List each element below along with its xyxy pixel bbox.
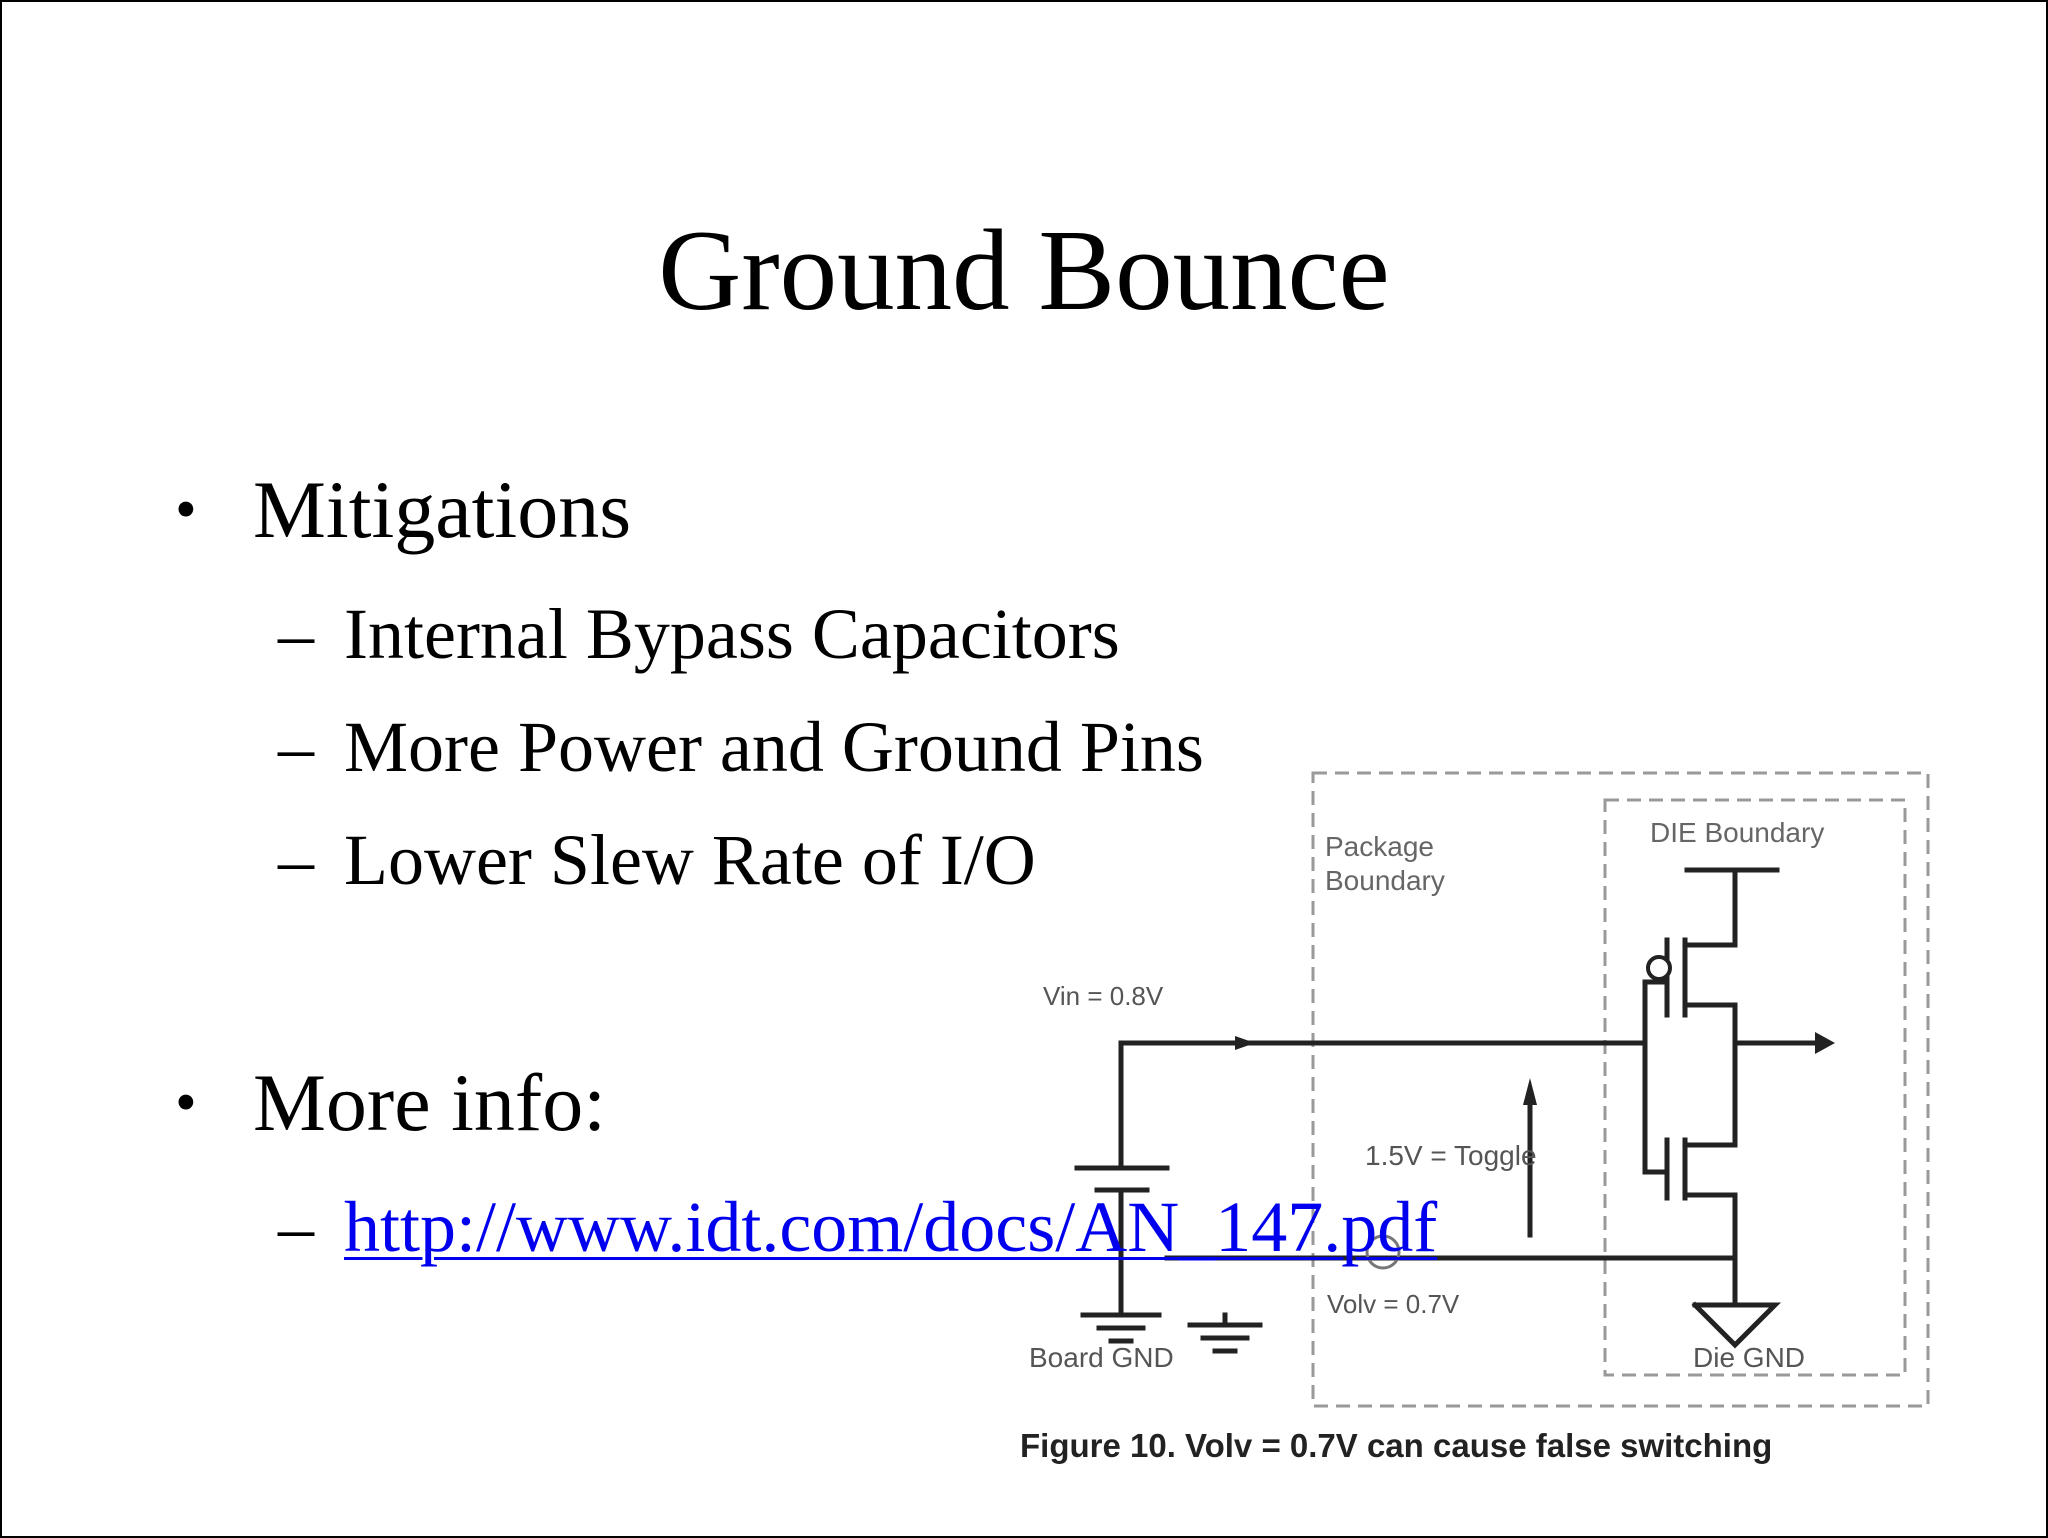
dash-icon: – [278,1187,314,1267]
die-boundary-box [1603,798,1907,1377]
toggle-label: 1.5V = Toggle [1365,1140,1537,1171]
die-gnd-label: Die GND [1693,1342,1805,1373]
bullet-label: Mitigations [253,464,632,555]
subitem-label: More Power and Ground Pins [344,707,1204,787]
vin-label: Vin = 0.8V [1043,981,1164,1011]
dash-icon: – [278,707,314,787]
subitem-lower-slew: –Lower Slew Rate of I/O [278,818,1036,902]
package-label-1: Package [1325,831,1434,862]
package-label-2: Boundary [1325,865,1445,896]
subitem-more-pins: –More Power and Ground Pins [278,705,1204,789]
bullet-dot-icon: • [175,476,197,544]
subitem-label: Lower Slew Rate of I/O [344,820,1036,900]
package-boundary-box [1311,771,1930,1408]
toggle-arrow-icon [1523,1078,1537,1105]
die-boundary-label: DIE Boundary [1650,817,1824,848]
volv-label: Volv = 0.7V [1327,1289,1460,1319]
idt-doc-link[interactable]: http://www.idt.com/docs/AN_147.pdf [344,1187,1438,1267]
vin-arrow-icon [1235,1036,1255,1050]
bullet-dot-icon: • [175,1069,197,1137]
subitem-link-row: –http://www.idt.com/docs/AN_147.pdf [278,1185,1437,1269]
bullet-mitigations: • Mitigations [175,462,631,558]
subitem-label: Internal Bypass Capacitors [344,594,1120,674]
dash-icon: – [278,594,314,674]
bullet-more-info: • More info: [175,1055,606,1151]
bullet-label: More info: [253,1057,606,1148]
subitem-internal-bypass: –Internal Bypass Capacitors [278,592,1120,676]
output-arrow-icon [1815,1032,1835,1054]
dash-icon: – [278,820,314,900]
ground-bounce-circuit-figure: Package Boundary DIE Boundary [1020,771,1930,1464]
slide-title: Ground Bounce [658,207,1390,334]
figure-caption: Figure 10. Volv = 0.7V can cause false s… [1020,1427,1772,1464]
board-gnd-label: Board GND [1029,1342,1174,1373]
